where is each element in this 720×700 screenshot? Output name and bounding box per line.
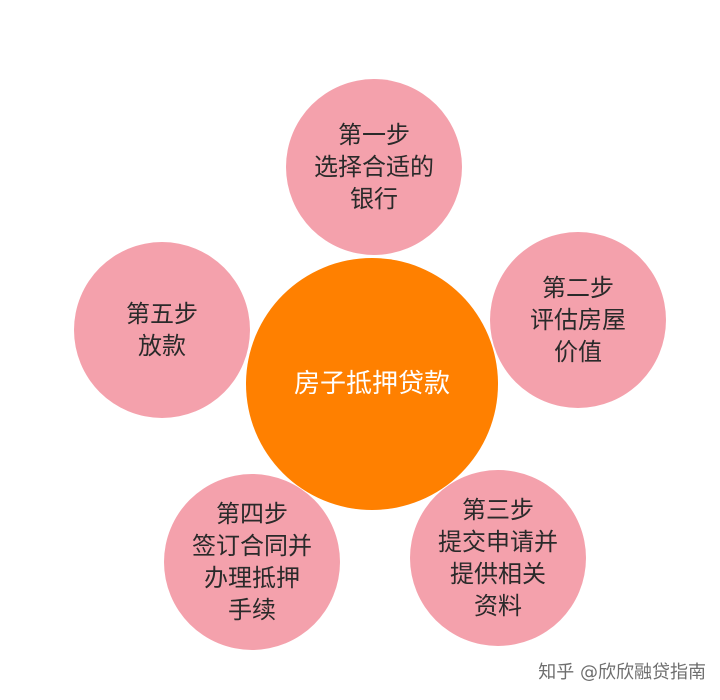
step-4-line-2: 签订合同并 bbox=[192, 532, 312, 560]
step-4-line-4: 手续 bbox=[228, 596, 276, 624]
step-5-circle: 第五步 放款 bbox=[74, 242, 250, 418]
step-1-line-2: 选择合适的 bbox=[314, 153, 434, 181]
step-2-line-3: 价值 bbox=[554, 338, 602, 366]
step-5-line-1: 第五步 bbox=[126, 300, 198, 328]
step-2-line-2: 评估房屋 bbox=[530, 306, 626, 334]
step-4-line-1: 第四步 bbox=[216, 500, 288, 528]
center-label: 房子抵押贷款 bbox=[293, 369, 450, 399]
step-3-line-1: 第三步 bbox=[462, 496, 534, 524]
step-1-line-1: 第一步 bbox=[338, 121, 410, 149]
step-2-circle: 第二步 评估房屋 价值 bbox=[490, 232, 666, 408]
step-4-circle: 第四步 签订合同并 办理抵押 手续 bbox=[164, 474, 340, 650]
step-4-line-3: 办理抵押 bbox=[204, 564, 300, 592]
step-3-line-3: 提供相关 bbox=[450, 560, 546, 588]
step-1-line-3: 银行 bbox=[350, 185, 398, 213]
step-2-line-1: 第二步 bbox=[542, 274, 614, 302]
center-circle: 房子抵押贷款 bbox=[246, 258, 498, 510]
step-3-circle: 第三步 提交申请并 提供相关 资料 bbox=[410, 470, 586, 646]
step-3-line-4: 资料 bbox=[474, 592, 522, 620]
watermark: 知乎 @欣欣融贷指南 bbox=[538, 662, 706, 683]
step-5-line-2: 放款 bbox=[138, 332, 186, 360]
step-1-circle: 第一步 选择合适的 银行 bbox=[286, 79, 462, 255]
step-3-line-2: 提交申请并 bbox=[438, 528, 558, 556]
